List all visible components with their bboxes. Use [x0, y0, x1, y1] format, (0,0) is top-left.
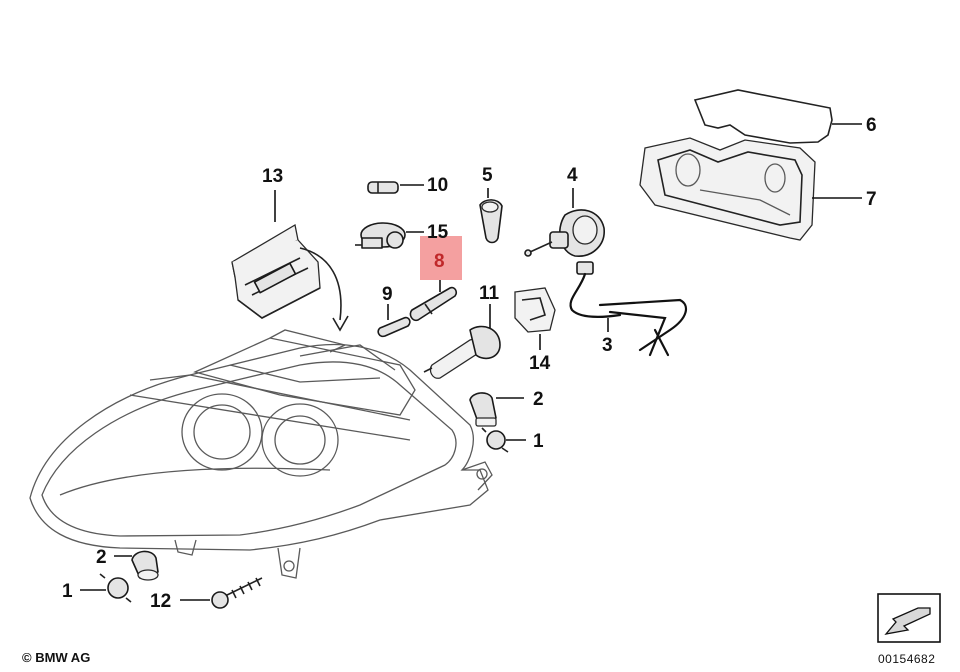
- copyright-text: © BMW AG: [22, 650, 91, 665]
- callout-13: 13: [262, 166, 283, 187]
- part-5-bracket: [479, 199, 503, 244]
- callout-9: 9: [382, 284, 393, 305]
- callout-14: 14: [529, 353, 551, 374]
- part-2-bulb-upper: [469, 392, 497, 427]
- callout-4: 4: [567, 165, 578, 186]
- part-10-bulb: [367, 181, 399, 194]
- leader-lines: [80, 123, 862, 601]
- part-1-socket-lower: [99, 573, 132, 603]
- callout-10: 10: [427, 175, 448, 196]
- arrow-direction-icon: [877, 593, 941, 643]
- callout-11: 11: [479, 283, 500, 304]
- callout-2-lower: 2: [96, 547, 107, 568]
- callout-8: 8: [434, 251, 445, 272]
- callout-1-lower: 1: [62, 581, 73, 602]
- part-11-bulb: [423, 325, 501, 379]
- callout-1-upper: 1: [533, 431, 544, 452]
- part-7-cover: [639, 137, 816, 241]
- callout-6: 6: [866, 115, 877, 136]
- callout-3: 3: [602, 335, 613, 356]
- callout-labels: 13 10 15 5 4 6 7 8 9 11 14 3 2 1 2 1 12: [62, 115, 877, 612]
- callout-2-upper: 2: [533, 389, 544, 410]
- part-6-gasket: [693, 89, 833, 144]
- part-8-highlight: [420, 236, 462, 280]
- callout-5: 5: [482, 165, 493, 186]
- part-12-screw: [211, 577, 263, 609]
- part-8-bulb: [409, 286, 457, 322]
- part-3-wiring: [569, 261, 688, 357]
- headlight-housing: [29, 329, 493, 579]
- part-2-bulb-lower: [131, 550, 159, 581]
- part-13-ballast-unit: [231, 223, 349, 332]
- callout-7: 7: [866, 189, 877, 210]
- part-14-holder: [514, 287, 556, 333]
- part-15-socket: [355, 222, 406, 249]
- callout-12: 12: [150, 591, 171, 612]
- part-1-socket-upper: [481, 427, 509, 453]
- part-9-bulb: [377, 316, 411, 338]
- part-4-motor: [524, 209, 605, 257]
- callout-15: 15: [427, 222, 449, 243]
- document-number: 00154682: [878, 652, 936, 666]
